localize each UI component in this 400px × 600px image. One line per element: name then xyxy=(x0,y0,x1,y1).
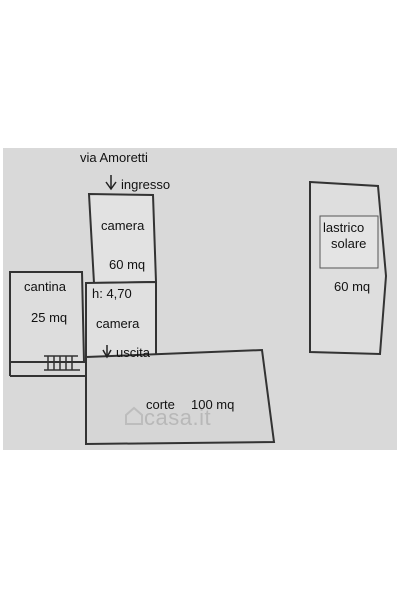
cantina-area: 25 mq xyxy=(31,310,68,325)
arrow-down-icon xyxy=(105,175,117,191)
room-corte xyxy=(85,348,276,446)
camera-bottom-label: camera xyxy=(96,316,140,331)
corte-area: 100 mq xyxy=(191,397,235,412)
lastrico-label-line2: solare xyxy=(331,236,367,251)
camera-top-area: 60 mq xyxy=(109,257,146,272)
lastrico-area: 60 mq xyxy=(334,279,371,294)
cantina-label: cantina xyxy=(24,279,66,294)
watermark: casa.it xyxy=(144,405,212,430)
house-icon xyxy=(125,406,143,425)
exit-label: uscita xyxy=(116,345,150,360)
camera-top-label: camera xyxy=(101,218,145,233)
lastrico-inner xyxy=(319,215,379,269)
street-name: via Amoretti xyxy=(80,150,148,165)
camera-bottom-height: h: 4,70 xyxy=(92,286,132,301)
room-cantina xyxy=(9,271,86,363)
entrance-label: ingresso xyxy=(121,177,171,192)
stairs xyxy=(44,355,80,371)
lastrico-label-line1: lastrico xyxy=(323,220,365,235)
corte-label: corte xyxy=(146,397,175,412)
arrow-down-icon xyxy=(102,345,112,359)
